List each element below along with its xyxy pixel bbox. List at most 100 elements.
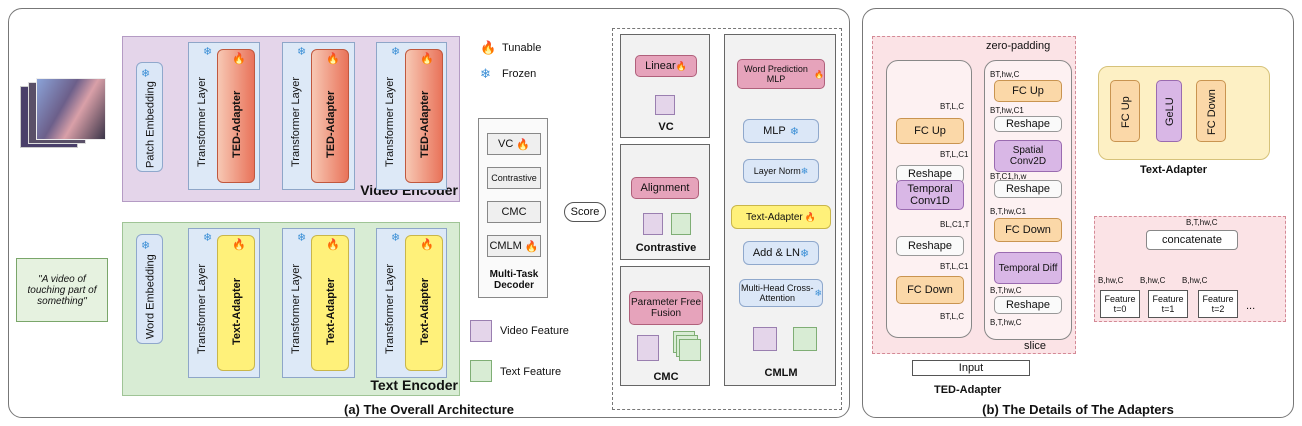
dim-label: BT,L,C1 [940, 262, 969, 271]
cmlm-head: Word Prediction MLP🔥 MLP❄ Layer Norm❄ Te… [724, 34, 836, 386]
cross-attention-label: Multi-Head Cross-Attention [740, 283, 814, 303]
video-layer-i: ❄ Transformer Layer 🔥 TED-Adapter [282, 42, 355, 190]
text-layer-1: ❄ Transformer Layer 🔥 Text-Adapter [188, 228, 260, 378]
contrastive-head: Alignment Contrastive [620, 144, 710, 260]
linear-block: Linear🔥 [635, 55, 697, 77]
transformer-layer-label: Transformer Layer [196, 76, 208, 168]
zero-padding-label: zero-padding [986, 40, 1051, 52]
task-heads-container [612, 28, 842, 410]
ted-adapter-block: 🔥 TED-Adapter [311, 49, 349, 183]
mlp-label: MLP [763, 125, 786, 137]
dim-label: BT,L,C1 [940, 150, 969, 159]
ted-adapter-title: TED-Adapter [934, 384, 1002, 396]
transformer-layer-label: Transformer Layer [384, 76, 396, 168]
dim-label: B,hw,C [1098, 276, 1124, 285]
text-adapter-label: Text-Adapter [325, 277, 337, 345]
video-feature-box [637, 335, 659, 361]
frozen-icon: ❄ [799, 247, 810, 260]
contrastive-title: Contrastive [635, 242, 697, 254]
text-adapter-label: Text-Adapter [231, 277, 243, 345]
gelu-label: GeLU [1164, 97, 1176, 127]
video-feature-swatch [470, 320, 492, 342]
tunable-icon: 🔥 [814, 69, 824, 79]
left-fc-down: FC Down [896, 276, 964, 304]
frozen-icon: ❄ [297, 232, 307, 244]
right-fc-down: FC Down [994, 218, 1062, 242]
cmlm-text-adapter-block: Text-Adapter🔥 [731, 205, 831, 229]
text-feature-box [671, 213, 691, 235]
dim-label: BT,L,C [940, 312, 965, 321]
temporal-conv1d: Temporal Conv1D [896, 180, 964, 210]
frozen-icon: ❄ [297, 46, 307, 58]
decoder-task-cmlm-label: CMLM [489, 240, 522, 252]
cmc-title: CMC [653, 371, 679, 383]
dim-label: B,T,hw,C1 [990, 207, 1027, 216]
text-layer-i: ❄ Transformer Layer 🔥 Text-Adapter [282, 228, 355, 378]
word-embedding-label: Word Embedding [144, 254, 157, 340]
mlp-block: MLP❄ [743, 119, 819, 143]
frozen-icon: ❄ [391, 232, 401, 244]
cmc-head: Parameter Free Fusion CMC [620, 266, 710, 386]
tunable-icon: 🔥 [232, 239, 246, 251]
patch-embedding-box: ❄ Patch Embedding [136, 62, 163, 172]
video-frame-image [36, 78, 106, 140]
text-feature-box [793, 327, 817, 351]
legend-video-feature: Video Feature [500, 325, 569, 337]
vc-title: VC [658, 121, 674, 133]
tunable-icon: 🔥 [516, 138, 530, 151]
cmlm-text-adapter-label: Text-Adapter [746, 211, 803, 223]
frozen-icon: ❄ [391, 46, 401, 58]
dim-label: B,hw,C [1140, 276, 1166, 285]
add-ln-label: Add & LN [752, 247, 800, 259]
video-feature-box [643, 213, 663, 235]
word-prediction-mlp-label: Word Prediction MLP [744, 64, 808, 84]
ted-adapter-block: 🔥 TED-Adapter [217, 49, 255, 183]
tunable-icon: 🔥 [804, 211, 816, 222]
right-fc-up: FC Up [994, 80, 1062, 102]
text-adapter-block: 🔥 Text-Adapter [217, 235, 255, 371]
temporal-diff: Temporal Diff [994, 252, 1062, 284]
fc-down-label: FC Down [1206, 89, 1218, 135]
concatenate-block: concatenate [1146, 230, 1238, 250]
slice-label: slice [1024, 340, 1047, 352]
dim-label: B,T,hw,C [990, 286, 1022, 295]
dim-label: BL,C1,T [940, 220, 970, 229]
legend-tunable: Tunable [502, 42, 542, 54]
parameter-free-fusion-block: Parameter Free Fusion [629, 291, 703, 325]
fc-up-label: FC Up [1120, 96, 1132, 128]
video-layer-1: ❄ Transformer Layer 🔥 TED-Adapter [188, 42, 260, 190]
gelu-block: GeLU [1156, 80, 1182, 142]
dim-label: B,T,hw,C [990, 318, 1022, 327]
ellipsis: ... [1246, 300, 1256, 312]
ted-right-branch [984, 60, 1072, 340]
text-adapter-title: Text-Adapter [1140, 164, 1208, 176]
vc-head: Linear🔥 VC [620, 34, 710, 138]
text-caption: "A video of touching part of something" [27, 273, 97, 307]
ted-adapter-block: 🔥 TED-Adapter [405, 49, 443, 183]
ted-adapter-label: TED-Adapter [231, 90, 243, 158]
tunable-icon: 🔥 [326, 239, 340, 251]
frozen-icon: ❄ [800, 165, 809, 176]
text-feature-swatch [470, 360, 492, 382]
transformer-layer-label: Transformer Layer [290, 76, 302, 168]
frozen-icon: ❄ [141, 240, 151, 252]
dim-label: BT,hw,C [990, 70, 1020, 79]
tunable-icon: 🔥 [326, 53, 340, 65]
layer-norm-label: Layer Norm [753, 166, 801, 176]
caption-b: (b) The Details of The Adapters [982, 402, 1174, 417]
dim-label: BT,L,C [940, 102, 965, 111]
decoder-task-cmlm: CMLM🔥 [487, 235, 541, 257]
right-reshape-2: Reshape [994, 180, 1062, 198]
left-fc-up: FC Up [896, 118, 964, 144]
alignment-block: Alignment [631, 177, 699, 199]
tunable-icon: 🔥 [675, 60, 687, 71]
tunable-icon: 🔥 [524, 240, 539, 253]
left-reshape-2: Reshape [896, 236, 964, 256]
tunable-icon: 🔥 [480, 40, 497, 55]
frozen-icon: ❄ [480, 66, 491, 81]
text-encoder-title: Text Encoder [370, 377, 458, 393]
cross-attention-block: Multi-Head Cross-Attention❄ [739, 279, 823, 307]
spatial-conv2d: Spatial Conv2D [994, 140, 1062, 172]
word-prediction-mlp-block: Word Prediction MLP 🔥 [737, 59, 825, 89]
text-caption-note: "A video of touching part of something" [16, 258, 108, 322]
